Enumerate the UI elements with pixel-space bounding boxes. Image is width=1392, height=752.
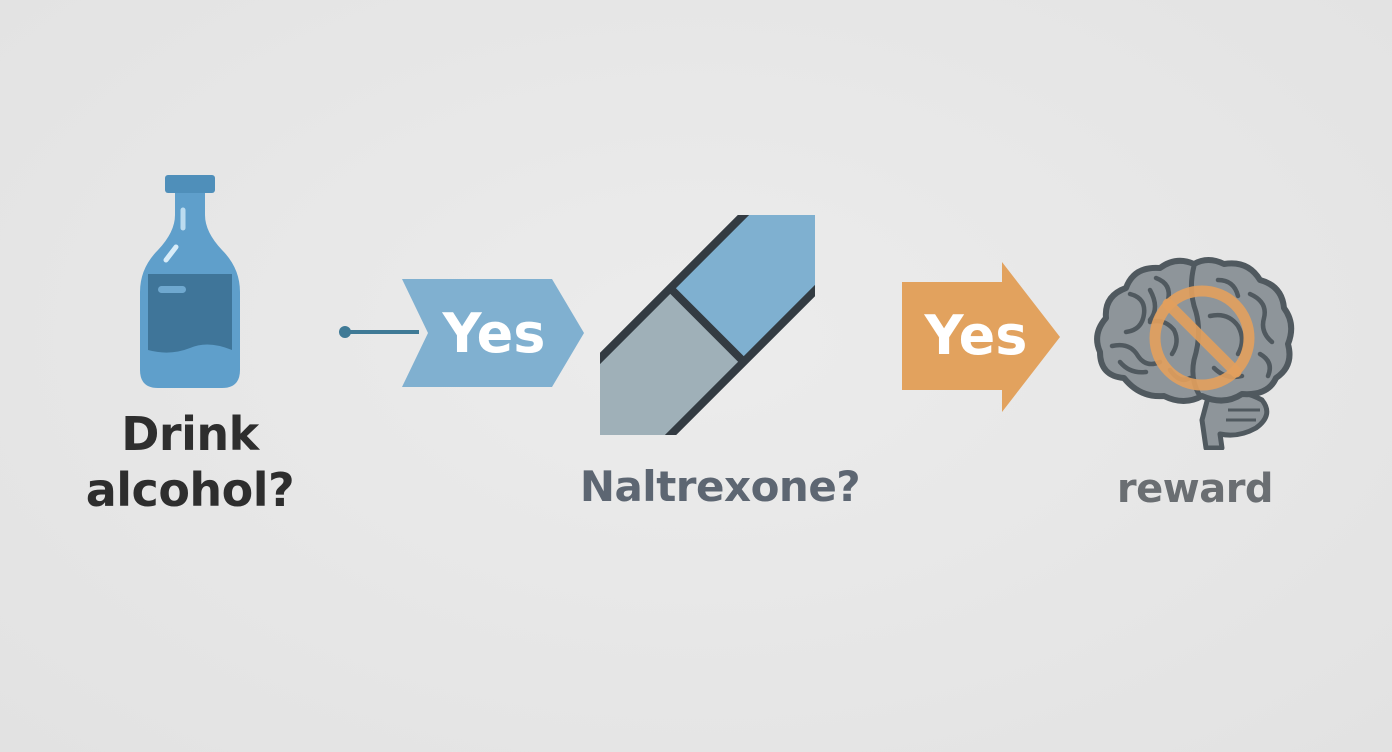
- bottle-icon: [140, 175, 240, 388]
- drink-alcohol-label-line1: Drink: [121, 407, 259, 461]
- yes-arrow-orange: Yes: [902, 262, 1060, 412]
- reward-label: reward: [1116, 466, 1274, 512]
- drink-alcohol-label-line2: alcohol?: [85, 463, 295, 517]
- brain-blocked-icon: [1094, 257, 1295, 450]
- yes-arrow-blue: Yes: [402, 279, 584, 387]
- drink-alcohol-label: Drink alcohol?: [60, 406, 320, 518]
- naltrexone-label: Naltrexone?: [579, 462, 861, 511]
- pill-icon: [600, 215, 815, 435]
- connector-line: [339, 326, 419, 338]
- yes-arrow-orange-label: Yes: [924, 304, 1028, 367]
- yes-arrow-blue-label: Yes: [442, 302, 546, 365]
